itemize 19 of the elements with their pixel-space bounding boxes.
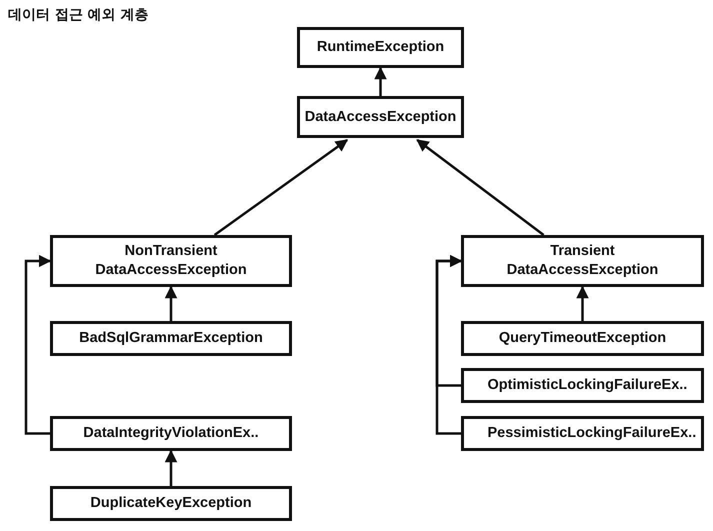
- diagram-title: 데이터 접근 예외 계층: [8, 6, 149, 24]
- exception-box: OptimisticLockingFailureEx..: [461, 368, 704, 403]
- arrow: [164, 286, 178, 321]
- arrow: [164, 450, 178, 486]
- exception-box: Transient DataAccessException: [461, 235, 704, 287]
- arrow: [416, 139, 544, 236]
- exception-box: DataIntegrityViolationEx..: [50, 416, 292, 451]
- exception-box: PessimisticLockingFailureEx..: [461, 416, 704, 451]
- exception-box: DuplicateKeyException: [50, 486, 292, 521]
- exception-box: QueryTimeoutException: [461, 321, 704, 356]
- exception-box: DataAccessException: [297, 96, 464, 138]
- arrow: [436, 254, 462, 435]
- exception-box: NonTransient DataAccessException: [50, 235, 292, 287]
- arrow: [214, 138, 348, 236]
- arrow: [24, 254, 52, 435]
- exception-box: BadSqlGrammarException: [50, 321, 292, 356]
- arrow: [374, 66, 387, 96]
- arrow: [576, 286, 589, 321]
- exception-box: RuntimeException: [297, 27, 464, 68]
